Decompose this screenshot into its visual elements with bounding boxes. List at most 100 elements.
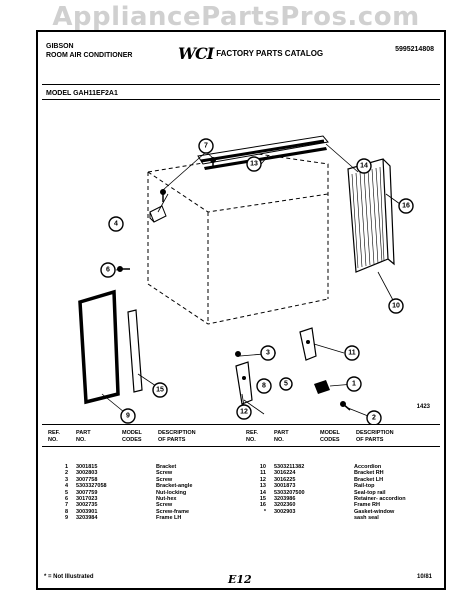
header-divider xyxy=(42,84,440,85)
description-cell: Retainer- accordion xyxy=(354,495,406,502)
table-row: 6 3017023 Nut-hex xyxy=(54,496,234,502)
callout-5: 5 xyxy=(279,377,293,391)
exploded-parts-diagram: 7 4 13 14 16 10 6 15 9 3 11 8 5 1 12 2 xyxy=(78,135,414,424)
table-row: sash seal xyxy=(252,515,442,521)
part-number-cell: 5303327058 xyxy=(76,483,107,490)
product-type: ROOM AIR CONDITIONER xyxy=(46,52,133,59)
svg-text:2: 2 xyxy=(372,415,376,422)
svg-text:10: 10 xyxy=(392,303,400,310)
svg-text:14: 14 xyxy=(360,163,368,170)
svg-text:15: 15 xyxy=(156,387,164,394)
part-number-cell: 3017023 xyxy=(76,495,98,502)
ref-cell: 2 xyxy=(64,470,68,477)
callout-9: 9 xyxy=(120,408,136,424)
ref-cell: 10 xyxy=(259,464,266,470)
svg-text:13: 13 xyxy=(250,161,258,168)
bracket-part xyxy=(314,380,330,394)
description-cell: Gasket-window xyxy=(354,508,395,515)
retainer-strip-part xyxy=(127,309,143,393)
description-cell: Seal-top rail xyxy=(354,489,386,496)
ref-cell: 6 xyxy=(64,495,68,502)
ref-cell: 15 xyxy=(259,495,266,502)
catalog-number: 5995214808 xyxy=(395,46,434,53)
brand-block: GIBSON ROOM AIR CONDITIONER xyxy=(46,42,132,60)
ref-cell: 3 xyxy=(64,476,68,483)
col-header-ref: REF. NO. xyxy=(48,430,60,443)
col-header-codes-right: MODEL CODES xyxy=(320,430,340,443)
description-cell: sash seal xyxy=(354,515,379,522)
part-number-cell: 3016225 xyxy=(274,476,296,483)
bracket-angle-part xyxy=(149,205,167,223)
description-cell: Accordion xyxy=(354,464,382,470)
part-number-cell: 3001873 xyxy=(274,483,296,490)
date-code: 10/81 xyxy=(416,574,432,580)
bracket-rh-part xyxy=(299,327,317,361)
svg-text:6: 6 xyxy=(106,267,110,274)
description-cell: Bracket xyxy=(156,464,177,470)
bracket-lh-part xyxy=(235,361,253,405)
svg-text:7: 7 xyxy=(204,143,208,150)
ref-cell: 8 xyxy=(64,508,68,515)
ref-cell: 13 xyxy=(259,483,266,490)
part-number-cell: 3016224 xyxy=(274,470,296,477)
frame-lh-part xyxy=(78,289,120,405)
catalog-title-block: WCI FACTORY PARTS CATALOG xyxy=(178,44,323,63)
part-number-cell: 3001815 xyxy=(76,464,98,470)
table-row: 2 3002803 Screw xyxy=(54,470,234,476)
callout-13: 13 xyxy=(246,156,262,172)
callout-3: 3 xyxy=(260,345,276,361)
footnote: * = Not Illustrated xyxy=(44,574,94,580)
model-divider xyxy=(42,99,440,100)
top-rail-part xyxy=(197,135,329,170)
svg-text:5: 5 xyxy=(284,381,288,388)
description-cell: Bracket LH xyxy=(354,476,384,483)
description-cell: Nut-hex xyxy=(156,495,177,502)
description-cell: Bracket RH xyxy=(354,470,384,477)
wci-logo: WCI xyxy=(178,44,214,63)
callout-11: 11 xyxy=(344,345,360,361)
brand-name: GIBSON xyxy=(46,43,74,50)
col-header-codes: MODEL CODES xyxy=(122,430,142,443)
description-cell: Screw xyxy=(156,476,173,483)
ref-cell: 16 xyxy=(259,502,266,509)
ref-cell: 1 xyxy=(64,464,68,470)
ref-cell: 4 xyxy=(64,483,68,490)
table-row: 1 3001815 Bracket xyxy=(54,464,234,470)
svg-text:9: 9 xyxy=(126,413,130,420)
part-number-cell: 3203984 xyxy=(76,515,98,522)
part-number-cell: 3203986 xyxy=(274,495,296,502)
description-cell: Screw xyxy=(156,470,173,477)
description-cell: Bracket-angle xyxy=(156,483,193,490)
table-header-divider xyxy=(42,446,440,447)
table-top-divider xyxy=(42,424,440,425)
table-row: 12 3016225 Bracket LH xyxy=(252,477,442,483)
part-number-cell: 3002803 xyxy=(76,470,98,477)
callout-6: 6 xyxy=(100,262,116,278)
table-row: 4 5303327058 Bracket-angle xyxy=(54,483,234,489)
callout-14: 14 xyxy=(356,158,372,174)
part-number-cell: 3003901 xyxy=(76,508,98,515)
screw-parts xyxy=(117,157,351,411)
page-code: E12 xyxy=(228,573,252,586)
svg-text:8: 8 xyxy=(262,383,266,390)
ref-cell: 12 xyxy=(259,476,266,483)
svg-text:11: 11 xyxy=(348,350,356,357)
col-header-part-right: PART NO. xyxy=(274,430,289,443)
callout-1: 1 xyxy=(346,376,362,392)
description-cell: Nut-locking xyxy=(156,489,187,496)
svg-text:1: 1 xyxy=(352,381,356,388)
ref-cell: 9 xyxy=(64,515,68,522)
callout-4: 4 xyxy=(108,216,124,232)
